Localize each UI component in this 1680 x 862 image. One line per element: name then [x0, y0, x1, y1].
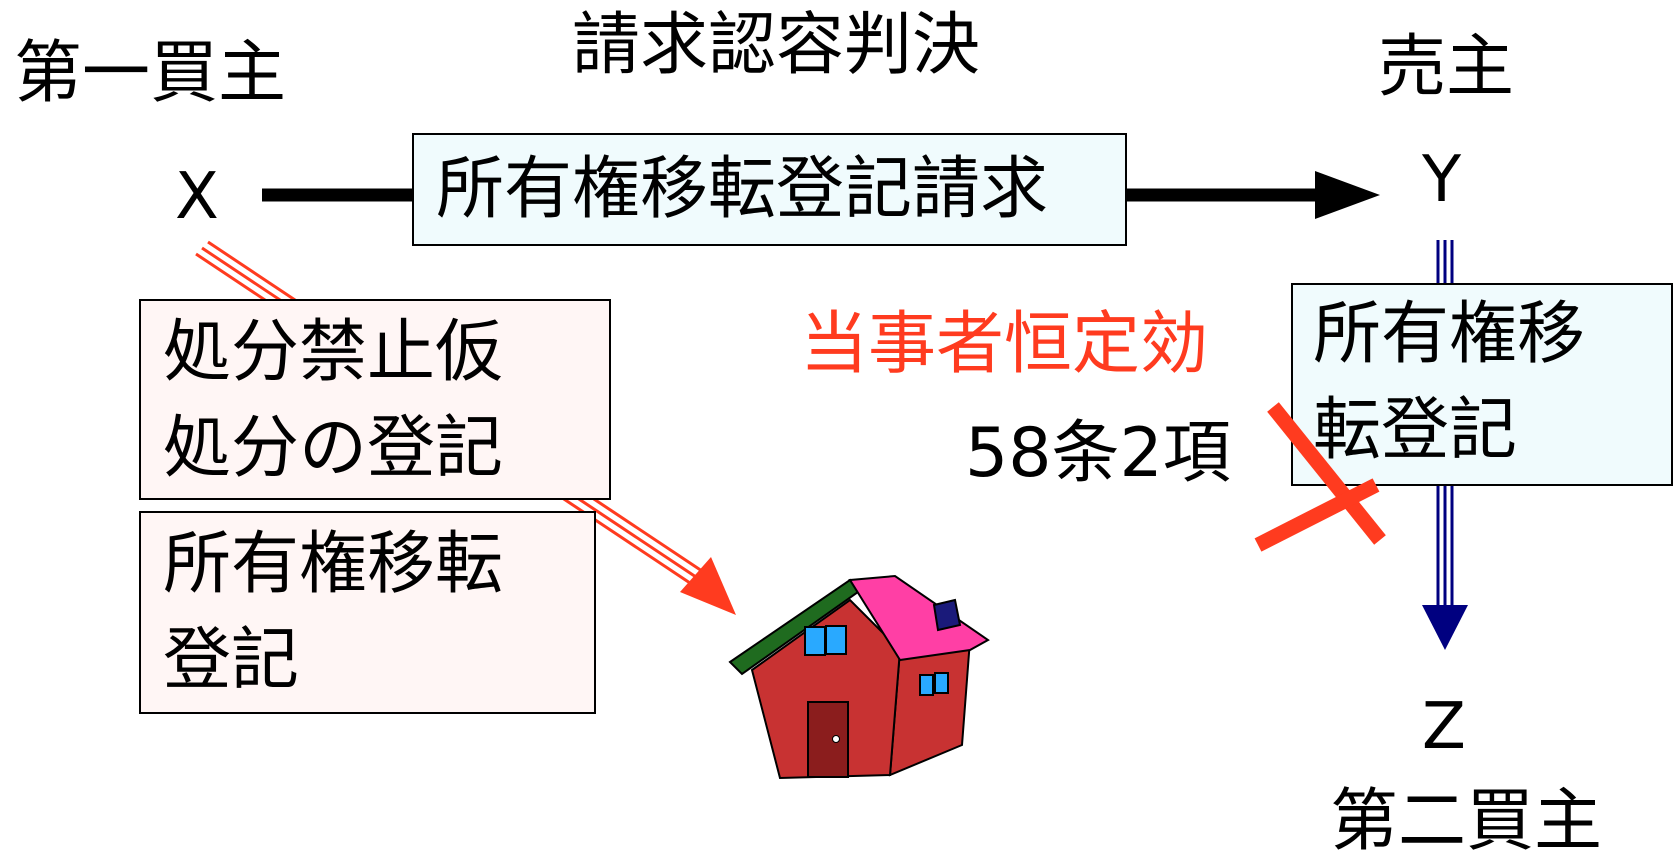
house-icon	[728, 574, 990, 780]
party-x-label: X	[175, 160, 219, 234]
first-buyer-label: 第一買主	[14, 34, 287, 113]
transfer-box-line1: 所有権移	[1313, 295, 1586, 374]
injunction-registration-box: 処分禁止仮 処分の登記	[139, 299, 611, 500]
party-y-label: Y	[1422, 143, 1462, 217]
second-buyer-label: 第二買主	[1330, 782, 1603, 861]
injunction-box-line2: 処分の登記	[163, 409, 504, 488]
article-label: 58条2項	[965, 414, 1231, 493]
claim-box-text: 所有権移転登記請求	[436, 150, 1049, 229]
seller-label: 売主	[1378, 28, 1515, 107]
transfer-box: 所有権移 転登記	[1291, 283, 1673, 486]
party-z-label: Z	[1422, 690, 1466, 764]
claim-box: 所有権移転登記請求	[412, 133, 1127, 246]
x-transfer-registration-box: 所有権移転 登記	[139, 511, 596, 714]
transfer-box-line2: 転登記	[1313, 391, 1518, 470]
x-transfer-box-line1: 所有権移転	[163, 525, 504, 604]
cross-mark-icon	[1254, 402, 1386, 552]
estoppel-label: 当事者恒定効	[800, 305, 1209, 384]
x-transfer-box-line2: 登記	[163, 621, 300, 700]
injunction-box-line1: 処分禁止仮	[163, 313, 504, 392]
judgment-label: 請求認容判決	[572, 6, 981, 85]
